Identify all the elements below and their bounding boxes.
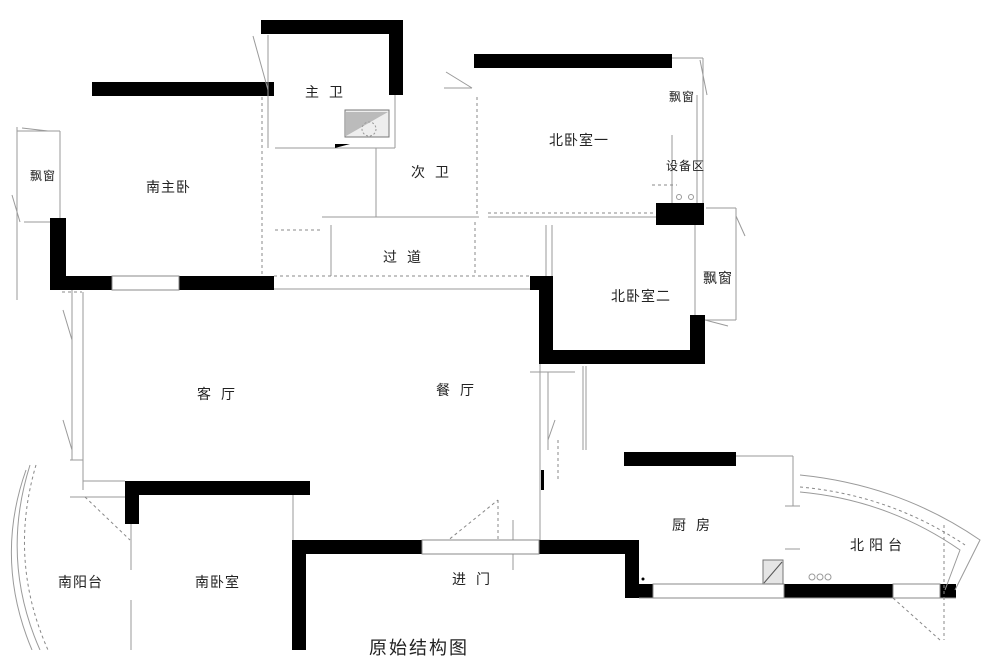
fixtures (335, 109, 832, 585)
room-label-south-balcony: 南阳台 (58, 575, 103, 591)
window-openings (111, 275, 941, 599)
drawing-title: 原始结构图 (369, 638, 469, 659)
room-label-master-bath: 主卫 (305, 85, 353, 101)
room-label-bay-window-north-2: 飘窗 (703, 271, 733, 287)
partition-lines (16, 35, 956, 650)
room-label-corridor: 过道 (383, 250, 431, 266)
room-label-dining-room: 餐厅 (436, 383, 484, 399)
room-label-kitchen: 厨房 (672, 518, 720, 534)
window-sashes (11, 35, 746, 451)
room-label-north-balcony: 北阳台 (850, 538, 907, 554)
structural-walls (50, 20, 956, 650)
room-label-north-bedroom-1: 北卧室一 (549, 133, 609, 149)
room-label-south-master-bedroom: 南主卧 (146, 180, 191, 196)
room-label-south-bedroom: 南卧室 (195, 575, 240, 591)
balcony-curves (10, 464, 981, 650)
room-label-bay-window-north-1: 飘窗 (669, 90, 696, 104)
room-label-entrance: 进门 (452, 572, 500, 588)
room-label-north-bedroom-2: 北卧室二 (611, 289, 671, 305)
room-label-second-bath: 次卫 (411, 165, 459, 181)
room-label-living-room: 客厅 (197, 387, 245, 403)
room-label-equipment-area: 设备区 (666, 159, 706, 173)
room-label-bay-window-south: 飘窗 (30, 169, 57, 183)
